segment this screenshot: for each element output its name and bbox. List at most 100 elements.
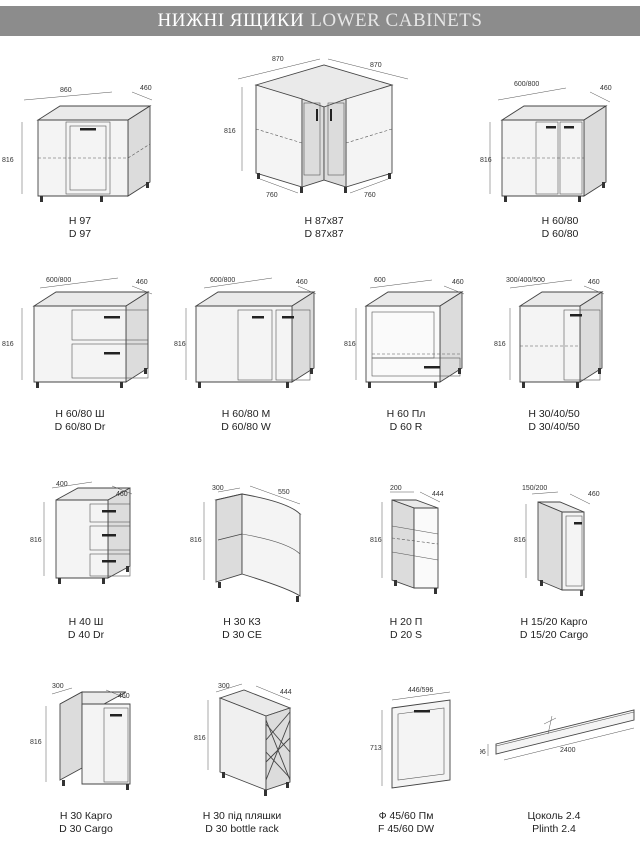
code-ua: Ф 45/60 Пм [378,810,434,822]
code-ua: Н 97 [68,215,92,227]
cabinet-h20-p-drawing: 200 444 816 [370,485,444,594]
cabinet-h15-20-cargo-drawing: 150/200 460 816 [514,485,600,596]
code-en: F 45/60 DW [377,823,435,835]
dim-width: 300 [52,683,64,690]
dim-depth: 550 [278,489,290,496]
facade-f45-60: 446/596 713 Ф 45/60 Пм F 45/60 DW [320,680,480,840]
cabinet-h30-40-50-drawing: 300/400/500 460 816 [494,277,605,388]
code-en: D 87x87 [304,228,344,240]
code-ua: Н 15/20 Карго [520,616,588,628]
dim-height: 816 [30,537,42,544]
dim-width: 446/596 [408,687,433,694]
dim-depth: 460 [116,491,128,498]
cabinet-h60-80-drawing: 600/800 460 816 [480,81,612,202]
code-ua: Н 60/80 М [221,408,271,420]
dim-depth: 460 [588,491,600,498]
cabinet-h60-80-sh-drawing: 600/800 460 816 [2,277,153,388]
code-en: D 97 [68,228,92,240]
dim-depth: 460 [296,279,308,286]
code-en: D 30 CE [222,629,262,641]
dim-height: 816 [344,341,356,348]
code-en: D 20 S [389,629,423,641]
cabinet-h30-40-50: 300/400/500 460 816 Н 30/40/50 D 30/40/5… [480,270,640,440]
dim-height: 96 [480,749,486,756]
dim-height: 816 [480,157,492,164]
page-header-banner: НИЖНІ ЯЩИКИ LOWER CABINETS [0,6,640,36]
dim-width: 600/800 [210,277,235,284]
dim-depth: 460 [118,693,130,700]
cabinet-h87x87-drawing: 870 870 816 760 760 [224,56,409,199]
dim-depth-right: 760 [364,192,376,199]
code-en: D 15/20 Cargo [519,629,589,641]
plinth-2-4: 96 2400 Цоколь 2.4 Plinth 2.4 [480,680,640,840]
code-en: D 40 Dr [67,629,105,641]
code-en: D 30 Cargo [59,823,113,835]
dim-width-right: 870 [370,62,382,69]
dim-height: 816 [194,735,206,742]
cabinet-h60-pl-drawing: 600 460 816 [344,277,465,388]
code-ua: Цоколь 2.4 [527,810,581,822]
dim-width: 150/200 [522,485,547,492]
cabinet-h97: 860 460 816 Н 97 D 97 [0,70,160,250]
dim-depth: 460 [136,279,148,286]
dim-depth: 444 [280,689,292,696]
code-ua: Н 20 П [389,616,423,628]
code-en: D 60/80 [541,228,579,240]
dim-height: 816 [190,537,202,544]
cabinet-h30-kz-drawing: 300 550 816 [190,485,302,602]
cabinet-h30-bottle-rack-drawing: 300 444 816 [194,683,292,796]
dim-width: 860 [60,87,72,94]
dim-width: 300/400/500 [506,277,545,284]
dim-width: 300 [218,683,230,690]
code-ua: Н 30/40/50 [528,408,580,420]
code-ua: Н 60 Пл [386,408,426,420]
code-ua: Н 30 під пляшки [202,810,282,822]
dim-height: 816 [2,341,14,348]
code-en: D 30/40/50 [528,421,580,433]
dim-width-left: 870 [272,56,284,63]
dim-depth: 444 [432,491,444,498]
cabinet-h87x87: 870 870 816 760 760 Н 87х87 D 87x87 [224,45,409,250]
code-ua: Н 87х87 [304,215,344,227]
code-en: D 30 bottle rack [205,823,279,835]
cabinet-h60-80-m-drawing: 600/800 460 816 [174,277,317,388]
cabinet-h40-sh: 400 460 816 Н 40 Ш D 40 Dr [0,478,160,643]
code-en: D 60/80 W [221,421,271,433]
cabinet-h30-cargo: 300 460 816 Н 30 Карго D 30 Cargo [0,680,160,840]
dim-height: 816 [514,537,526,544]
cabinet-h30-kz: 300 550 816 Н 30 КЗ D 30 CE [160,478,320,643]
dim-height: 816 [174,341,186,348]
code-ua: Н 30 КЗ [223,616,261,628]
dim-depth-left: 760 [266,192,278,199]
cabinet-h60-80-m: 600/800 460 816 Н 60/80 М D 60/80 W [160,270,320,440]
cabinet-h97-drawing: 860 460 816 [2,85,153,202]
dim-width: 600 [374,277,386,284]
cabinet-h40-sh-drawing: 400 460 816 [30,481,133,584]
dim-depth: 460 [140,85,152,92]
dim-length: 2400 [560,747,576,754]
code-ua: Н 30 Карго [59,810,113,822]
code-en: D 60 R [389,421,423,433]
code-en: D 60/80 Dr [54,421,106,433]
dim-width: 300 [212,485,224,492]
dim-width: 400 [56,481,68,488]
dim-width: 200 [390,485,402,492]
cabinet-h60-pl: 600 460 816 Н 60 Пл D 60 R [320,270,480,440]
cabinet-h30-cargo-drawing: 300 460 816 [30,683,131,790]
code-ua: Н 40 Ш [68,616,104,628]
code-ua: Н 60/80 [541,215,579,227]
dim-height: 816 [370,537,382,544]
dim-height: 816 [224,128,236,135]
dim-height: 816 [494,341,506,348]
title-en: LOWER CABINETS [310,10,483,31]
code-ua: Н 60/80 Ш [55,408,105,420]
plinth-2-4-drawing: 96 2400 [480,709,635,761]
cabinet-h20-p: 200 444 816 Н 20 П D 20 S [320,478,480,643]
cabinet-h15-20-cargo: 150/200 460 816 Н 15/20 Карго D 15/20 Ca… [480,478,640,643]
dim-width: 600/800 [46,277,71,284]
facade-f45-60-drawing: 446/596 713 [370,687,451,789]
dim-height: 816 [30,739,42,746]
dim-width: 600/800 [514,81,539,88]
dim-depth: 460 [588,279,600,286]
cabinet-h60-80: 600/800 460 816 Н 60/80 D 60/80 [480,70,640,250]
